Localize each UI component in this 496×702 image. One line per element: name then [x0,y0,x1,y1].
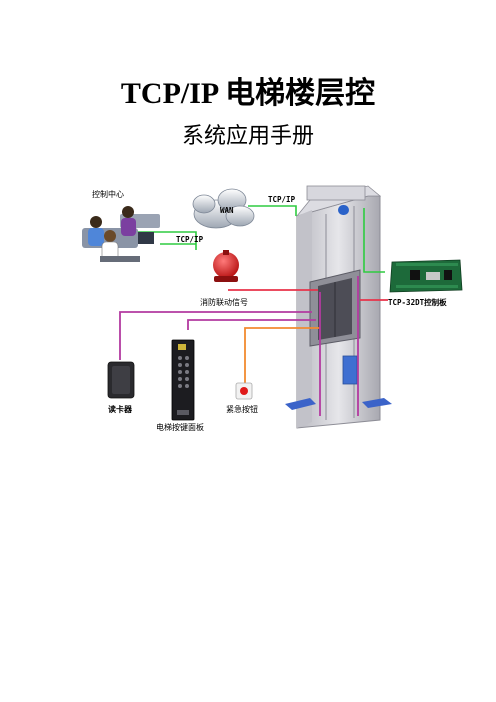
emergency-button-icon [235,382,253,400]
buffer-icon [285,398,316,410]
fire-alarm-icon [213,250,239,282]
motor-icon [338,205,349,215]
label-tcpip-left: TCP/IP [176,235,204,244]
document-title: TCP/IP 电梯楼层控 [120,77,376,110]
label-control-center: 控制中心 [92,189,124,199]
signal-lines [119,276,388,416]
label-emergency-button: 紧急按钮 [226,404,258,414]
label-wan: WAN [220,206,234,215]
control-center-people-icon [82,206,160,262]
label-tcpip-top: TCP/IP [268,195,296,204]
elevator-button-panel-icon [171,339,195,421]
counterweight-icon [342,355,358,385]
elevator-shaft [285,185,392,429]
label-elevator-panel: 电梯按键面板 [156,422,204,432]
label-card-reader: 读卡器 [108,404,133,414]
label-controller-board: TCP-32DT控制板 [388,297,447,307]
label-fire-signal: 消防联动信号 [200,297,248,307]
elevator-cabin-icon [309,269,361,347]
wan-cloud-icon [192,188,255,229]
buffer-icon [362,398,392,408]
card-reader-icon [107,361,135,399]
controller-board-icon [389,259,463,293]
document-subtitle: 系统应用手册 [181,124,314,149]
